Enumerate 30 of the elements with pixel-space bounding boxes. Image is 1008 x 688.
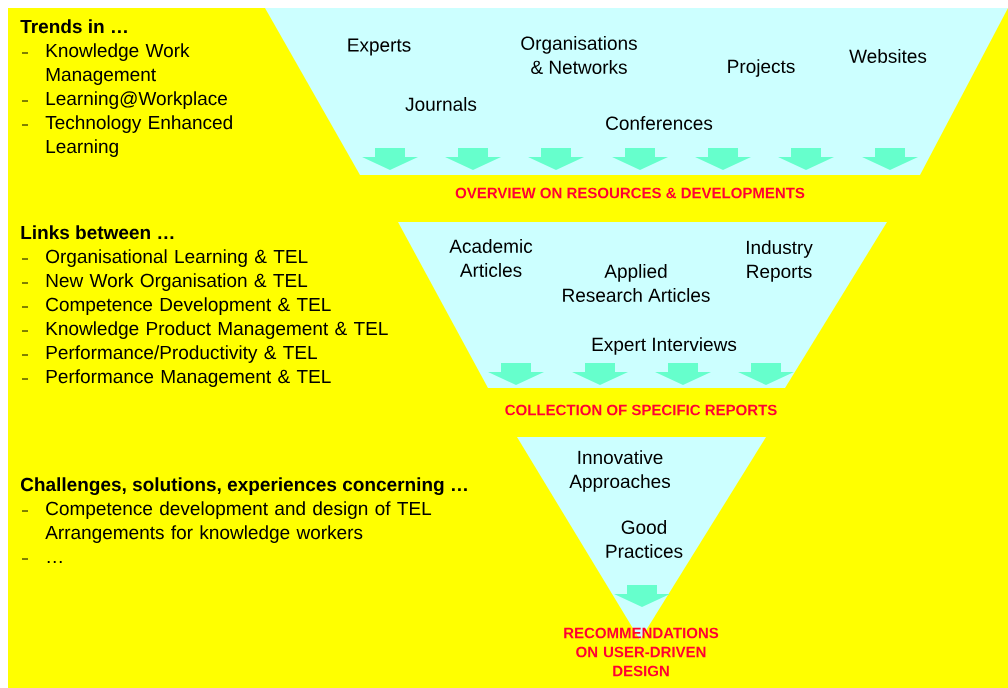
list-item: Knowledge Work Management — [46, 43, 190, 85]
funnel-text: Academic Articles — [449, 239, 533, 277]
funnel-text: Experts — [348, 38, 411, 56]
funnel-text: Organisations & Networks — [521, 36, 637, 74]
funnel-text: Websites — [849, 49, 927, 63]
list-item: Learning@Workplace — [46, 91, 227, 109]
funnel-text: Journals — [405, 97, 477, 111]
funnel-text: Innovative Approaches — [569, 450, 670, 492]
list-item: Competence development and design of TEL Arrangements for knowledge workers — [45, 501, 432, 543]
funnel-shape — [517, 437, 766, 640]
funnel-shape — [265, 8, 1008, 175]
list-item: New Work Organisation & TEL — [46, 273, 308, 291]
section-heading: Challenges, solutions, experiences concerning … — [21, 477, 467, 496]
funnel-text: Projects — [728, 59, 795, 77]
list-item: Competence Development & TEL — [46, 297, 331, 315]
list-item: Technology Enhanced Learning — [45, 115, 232, 157]
list-item: … — [47, 561, 62, 563]
funnel-text: Conferences — [606, 116, 713, 130]
funnel-text: Applied Research Articles — [563, 264, 710, 302]
list-item: Organisational Learning & TEL — [46, 249, 308, 267]
section-heading: Links between … — [21, 225, 174, 240]
funnel-shape — [398, 222, 887, 388]
section-heading: Trends in … — [20, 19, 127, 34]
list-item: Performance Management & TEL — [46, 369, 331, 387]
funnel-text: Industry Reports — [747, 240, 813, 282]
list-item: Performance/Productivity & TEL — [46, 345, 317, 363]
funnel-text: Expert Interviews — [592, 337, 737, 355]
stage-heading: OVERVIEW ON RESOURCES & DEVELOPMENTS — [455, 187, 805, 199]
stage-heading: COLLECTION OF SPECIFIC REPORTS — [505, 404, 777, 416]
funnel-text: Good Practices — [606, 520, 683, 558]
